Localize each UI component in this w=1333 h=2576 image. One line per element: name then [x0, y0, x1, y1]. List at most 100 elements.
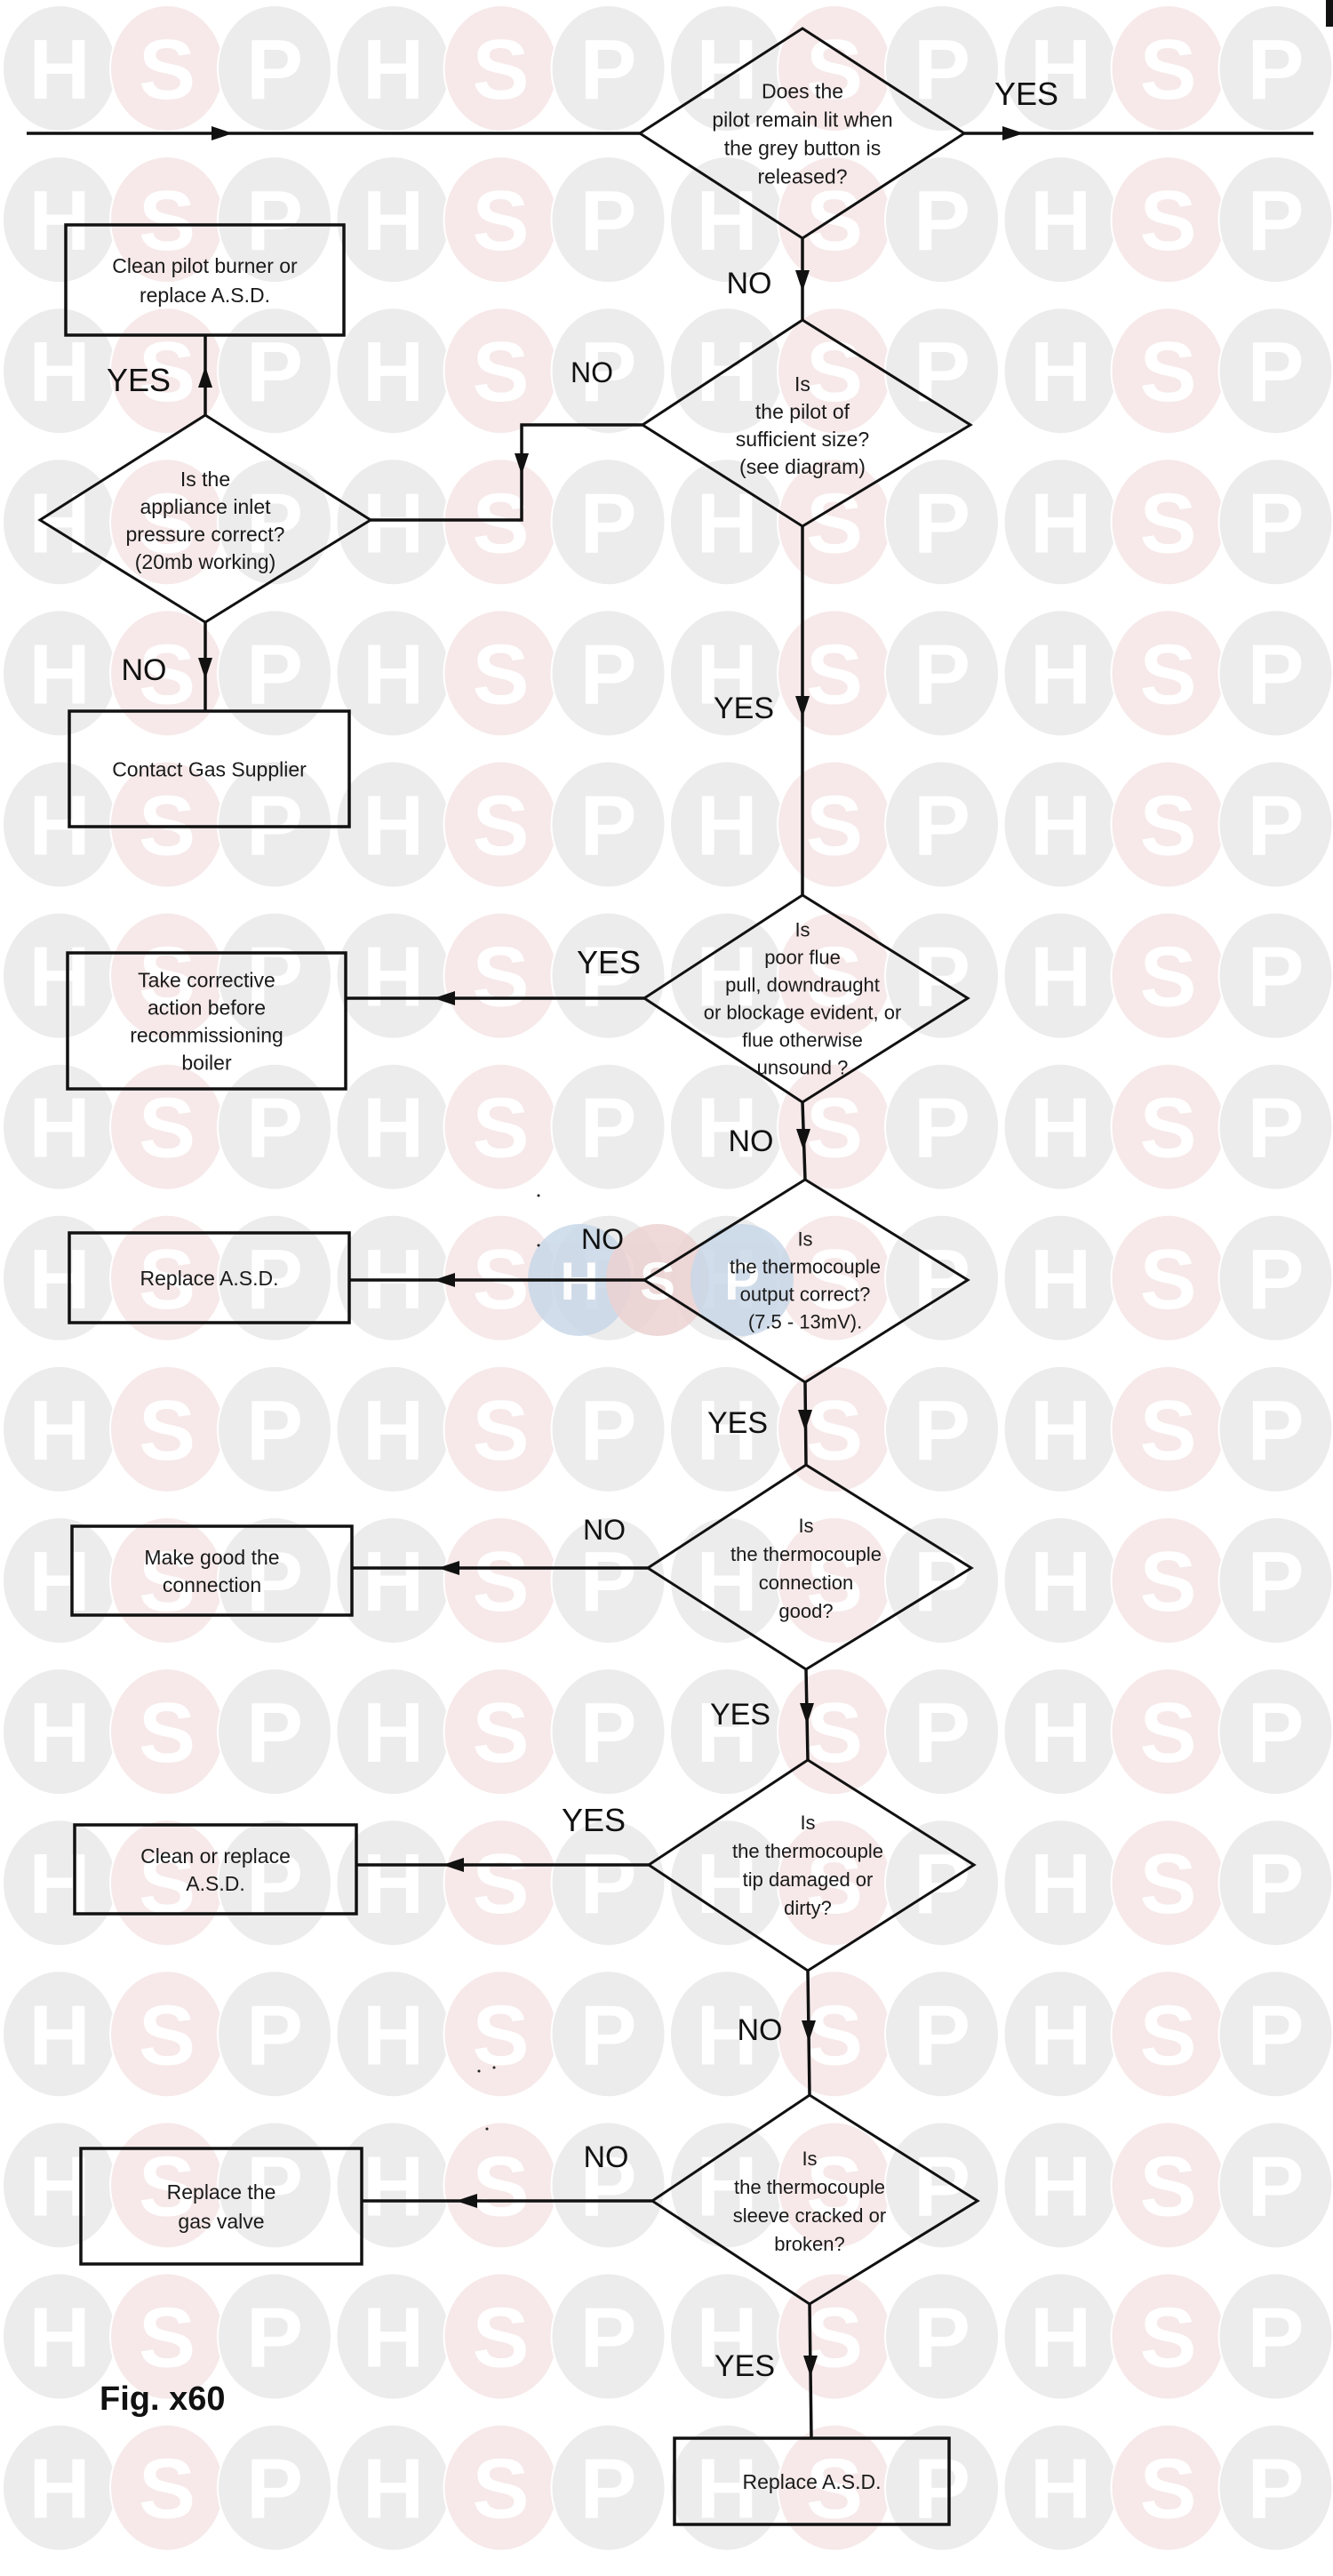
watermark-badge-h: H	[1002, 2423, 1119, 2552]
connector-e-connection-yes	[800, 1668, 814, 1761]
node-text-line: (7.5 - 13mV).	[748, 1310, 862, 1332]
watermark-badge-s: S	[443, 1819, 559, 1948]
watermark-badge-p: P	[884, 2272, 1000, 2401]
figure-label: Fig. x60	[100, 2380, 226, 2418]
edge-label-yes: YES	[994, 76, 1058, 112]
node-text-line: Clean or replace	[140, 1844, 291, 1868]
watermark-letter: P	[1247, 2291, 1304, 2386]
edge-label-no: NO	[584, 2140, 629, 2174]
action-rectangle	[673, 2436, 951, 2526]
watermark-badge-p: P	[1217, 156, 1333, 284]
watermark-letter: P	[1247, 2442, 1304, 2537]
watermark-letter: P	[579, 930, 636, 1025]
watermark-badge-p: P	[884, 2423, 1000, 2552]
watermark-letter: P	[914, 1081, 970, 1176]
node-text-line: poor flue	[764, 946, 841, 968]
watermark-badge-p: P	[550, 458, 666, 587]
node-text-line: Does the	[762, 79, 843, 102]
arrowhead-down-icon	[803, 2356, 818, 2377]
node-text-line: Is	[794, 372, 810, 396]
node-text-line: (20mb working)	[135, 550, 276, 573]
edge-label-no: NO	[729, 1124, 774, 1158]
watermark-badge-h: H	[2, 1819, 117, 1948]
watermark-letter: P	[914, 1383, 970, 1478]
watermark-letter: P	[246, 627, 303, 722]
watermark-letter: P	[579, 1988, 636, 2083]
edge-label-no: NO	[727, 267, 772, 300]
watermark-letter: S	[472, 2139, 529, 2234]
watermark-letter: H	[696, 779, 757, 874]
edge-label-no: NO	[571, 356, 613, 388]
watermark-badge-s: S	[1110, 1364, 1226, 1493]
arrowhead-up-icon	[198, 366, 212, 388]
watermark-badge-s: S	[443, 760, 559, 889]
watermark-letter: P	[579, 324, 636, 420]
connector-e-tip-yes	[356, 1858, 649, 1872]
node-text-line: Is	[797, 1228, 812, 1250]
node-text-line: connection	[163, 1573, 261, 1596]
node-text-line: Is	[800, 1812, 815, 1834]
watermark-badge-p: P	[1217, 1668, 1333, 1796]
watermark-letter: P	[579, 173, 636, 268]
action-rectangle	[70, 1524, 354, 1617]
watermark-letter: P	[1247, 627, 1304, 722]
figure-annotations: Fig. x60	[100, 0, 1333, 2418]
watermark-letter: S	[139, 2291, 196, 2386]
node-text-line: the thermocouple	[730, 1543, 882, 1565]
watermark-badge-h: H	[1002, 1970, 1119, 2099]
edge-label-no: NO	[581, 1223, 624, 1255]
watermark-badge-p: P	[884, 1062, 1000, 1191]
watermark-letter: S	[806, 1383, 863, 1478]
watermark-badge-s: S	[777, 156, 892, 284]
watermark-letter: H	[1030, 324, 1091, 420]
watermark-badge-h: H	[335, 1062, 451, 1191]
watermark-badge-h: H	[335, 2121, 451, 2250]
arrowhead-left-icon	[443, 1858, 464, 1872]
watermark-badge-p: P	[217, 1970, 332, 2099]
node-text-line: Is	[794, 918, 810, 940]
watermark-letter: S	[1139, 1988, 1196, 2083]
watermark-letter: H	[28, 476, 90, 571]
watermark-letter: H	[696, 1081, 757, 1176]
watermark-letter: S	[472, 1685, 529, 1780]
watermark-badge-h: H	[1002, 4, 1119, 132]
watermark-badge-p: P	[1217, 911, 1333, 1040]
watermark-badge-s: S	[109, 911, 225, 1040]
watermark-letter: P	[246, 1081, 303, 1176]
watermark-badge-p: P	[550, 2423, 666, 2552]
watermark-badge-p: P	[884, 1668, 1000, 1796]
node-text-line: Replace the	[167, 2180, 276, 2204]
action-rectangle	[79, 2147, 363, 2266]
watermark-badge-p: P	[217, 2423, 332, 2552]
watermark-letter: S	[1139, 627, 1196, 722]
watermark-badge-s: S	[443, 1364, 559, 1493]
node-text-line: broken?	[774, 2233, 845, 2255]
watermark-letter: H	[363, 1534, 424, 1629]
scan-speck	[537, 1244, 540, 1247]
arrowhead-down-icon	[798, 1410, 812, 1431]
edge-label-yes: YES	[562, 1802, 626, 1838]
watermark-letter: S	[1139, 476, 1196, 571]
watermark-badge-p: P	[1217, 2272, 1333, 2401]
watermark-badge-p: P	[884, 307, 1000, 436]
watermark-letter: P	[246, 1383, 303, 1478]
watermark-letter: S	[472, 1988, 529, 2083]
watermark-letter: S	[1139, 1534, 1196, 1629]
node-text-line: Is	[798, 1515, 813, 1537]
watermark-badge-p: P	[1217, 1213, 1333, 1342]
watermark-letter: H	[28, 2291, 90, 2386]
watermark-badge-h: H	[669, 1062, 785, 1191]
watermark-letter: S	[1139, 2442, 1196, 2537]
watermark-letter: H	[363, 627, 424, 722]
watermark-letter: S	[139, 1534, 196, 1629]
watermark-badge-p: P	[1217, 760, 1333, 889]
watermark-letter: H	[28, 1988, 90, 2083]
watermark-letter: S	[806, 476, 863, 571]
watermark-badge-h: H	[335, 1213, 451, 1342]
watermark-letter: H	[28, 22, 90, 117]
overlay-badge-p: P	[690, 1224, 794, 1336]
